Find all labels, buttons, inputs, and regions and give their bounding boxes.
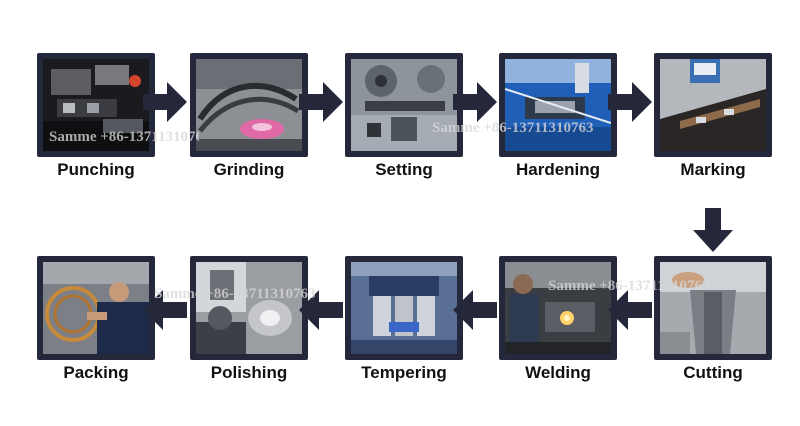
step-frame	[654, 53, 772, 157]
arrow-right-icon	[299, 82, 343, 122]
step-frame	[37, 53, 155, 157]
setting-machine-photo	[351, 59, 457, 151]
step-frame	[190, 256, 308, 360]
step-label: Punching	[57, 160, 135, 179]
marking-machine-photo	[660, 59, 766, 151]
step-label: Setting	[375, 160, 433, 179]
arrow-left-icon	[299, 290, 343, 330]
arrow-left-icon	[608, 290, 652, 330]
step-frame	[190, 53, 308, 157]
cutting-blade-photo	[660, 262, 766, 354]
welding-worker-photo	[505, 262, 611, 354]
step-label: Tempering	[361, 363, 447, 382]
polishing-worker-photo	[196, 262, 302, 354]
arrow-right-icon	[608, 82, 652, 122]
step-label: Welding	[525, 363, 591, 382]
step-frame	[499, 53, 617, 157]
step-label: Packing	[63, 363, 129, 382]
hardening-machine-photo	[505, 59, 611, 151]
step-label: Hardening	[515, 160, 601, 179]
step-label: Marking	[680, 160, 746, 179]
step-frame	[345, 53, 463, 157]
grinding-wheel-photo	[196, 59, 302, 151]
step-label: Cutting	[683, 363, 743, 382]
step-label: Grinding	[213, 160, 285, 179]
arrow-right-icon	[453, 82, 497, 122]
arrow-left-icon	[453, 290, 497, 330]
arrow-down-icon	[693, 208, 733, 252]
step-frame	[37, 256, 155, 360]
packing-worker-photo	[43, 262, 149, 354]
step-frame	[654, 256, 772, 360]
arrow-left-icon	[143, 290, 187, 330]
step-label: Polishing	[210, 363, 288, 382]
step-frame	[499, 256, 617, 360]
arrow-right-icon	[143, 82, 187, 122]
step-frame	[345, 256, 463, 360]
tempering-machine-photo	[351, 262, 457, 354]
punching-machine-photo	[43, 59, 149, 151]
